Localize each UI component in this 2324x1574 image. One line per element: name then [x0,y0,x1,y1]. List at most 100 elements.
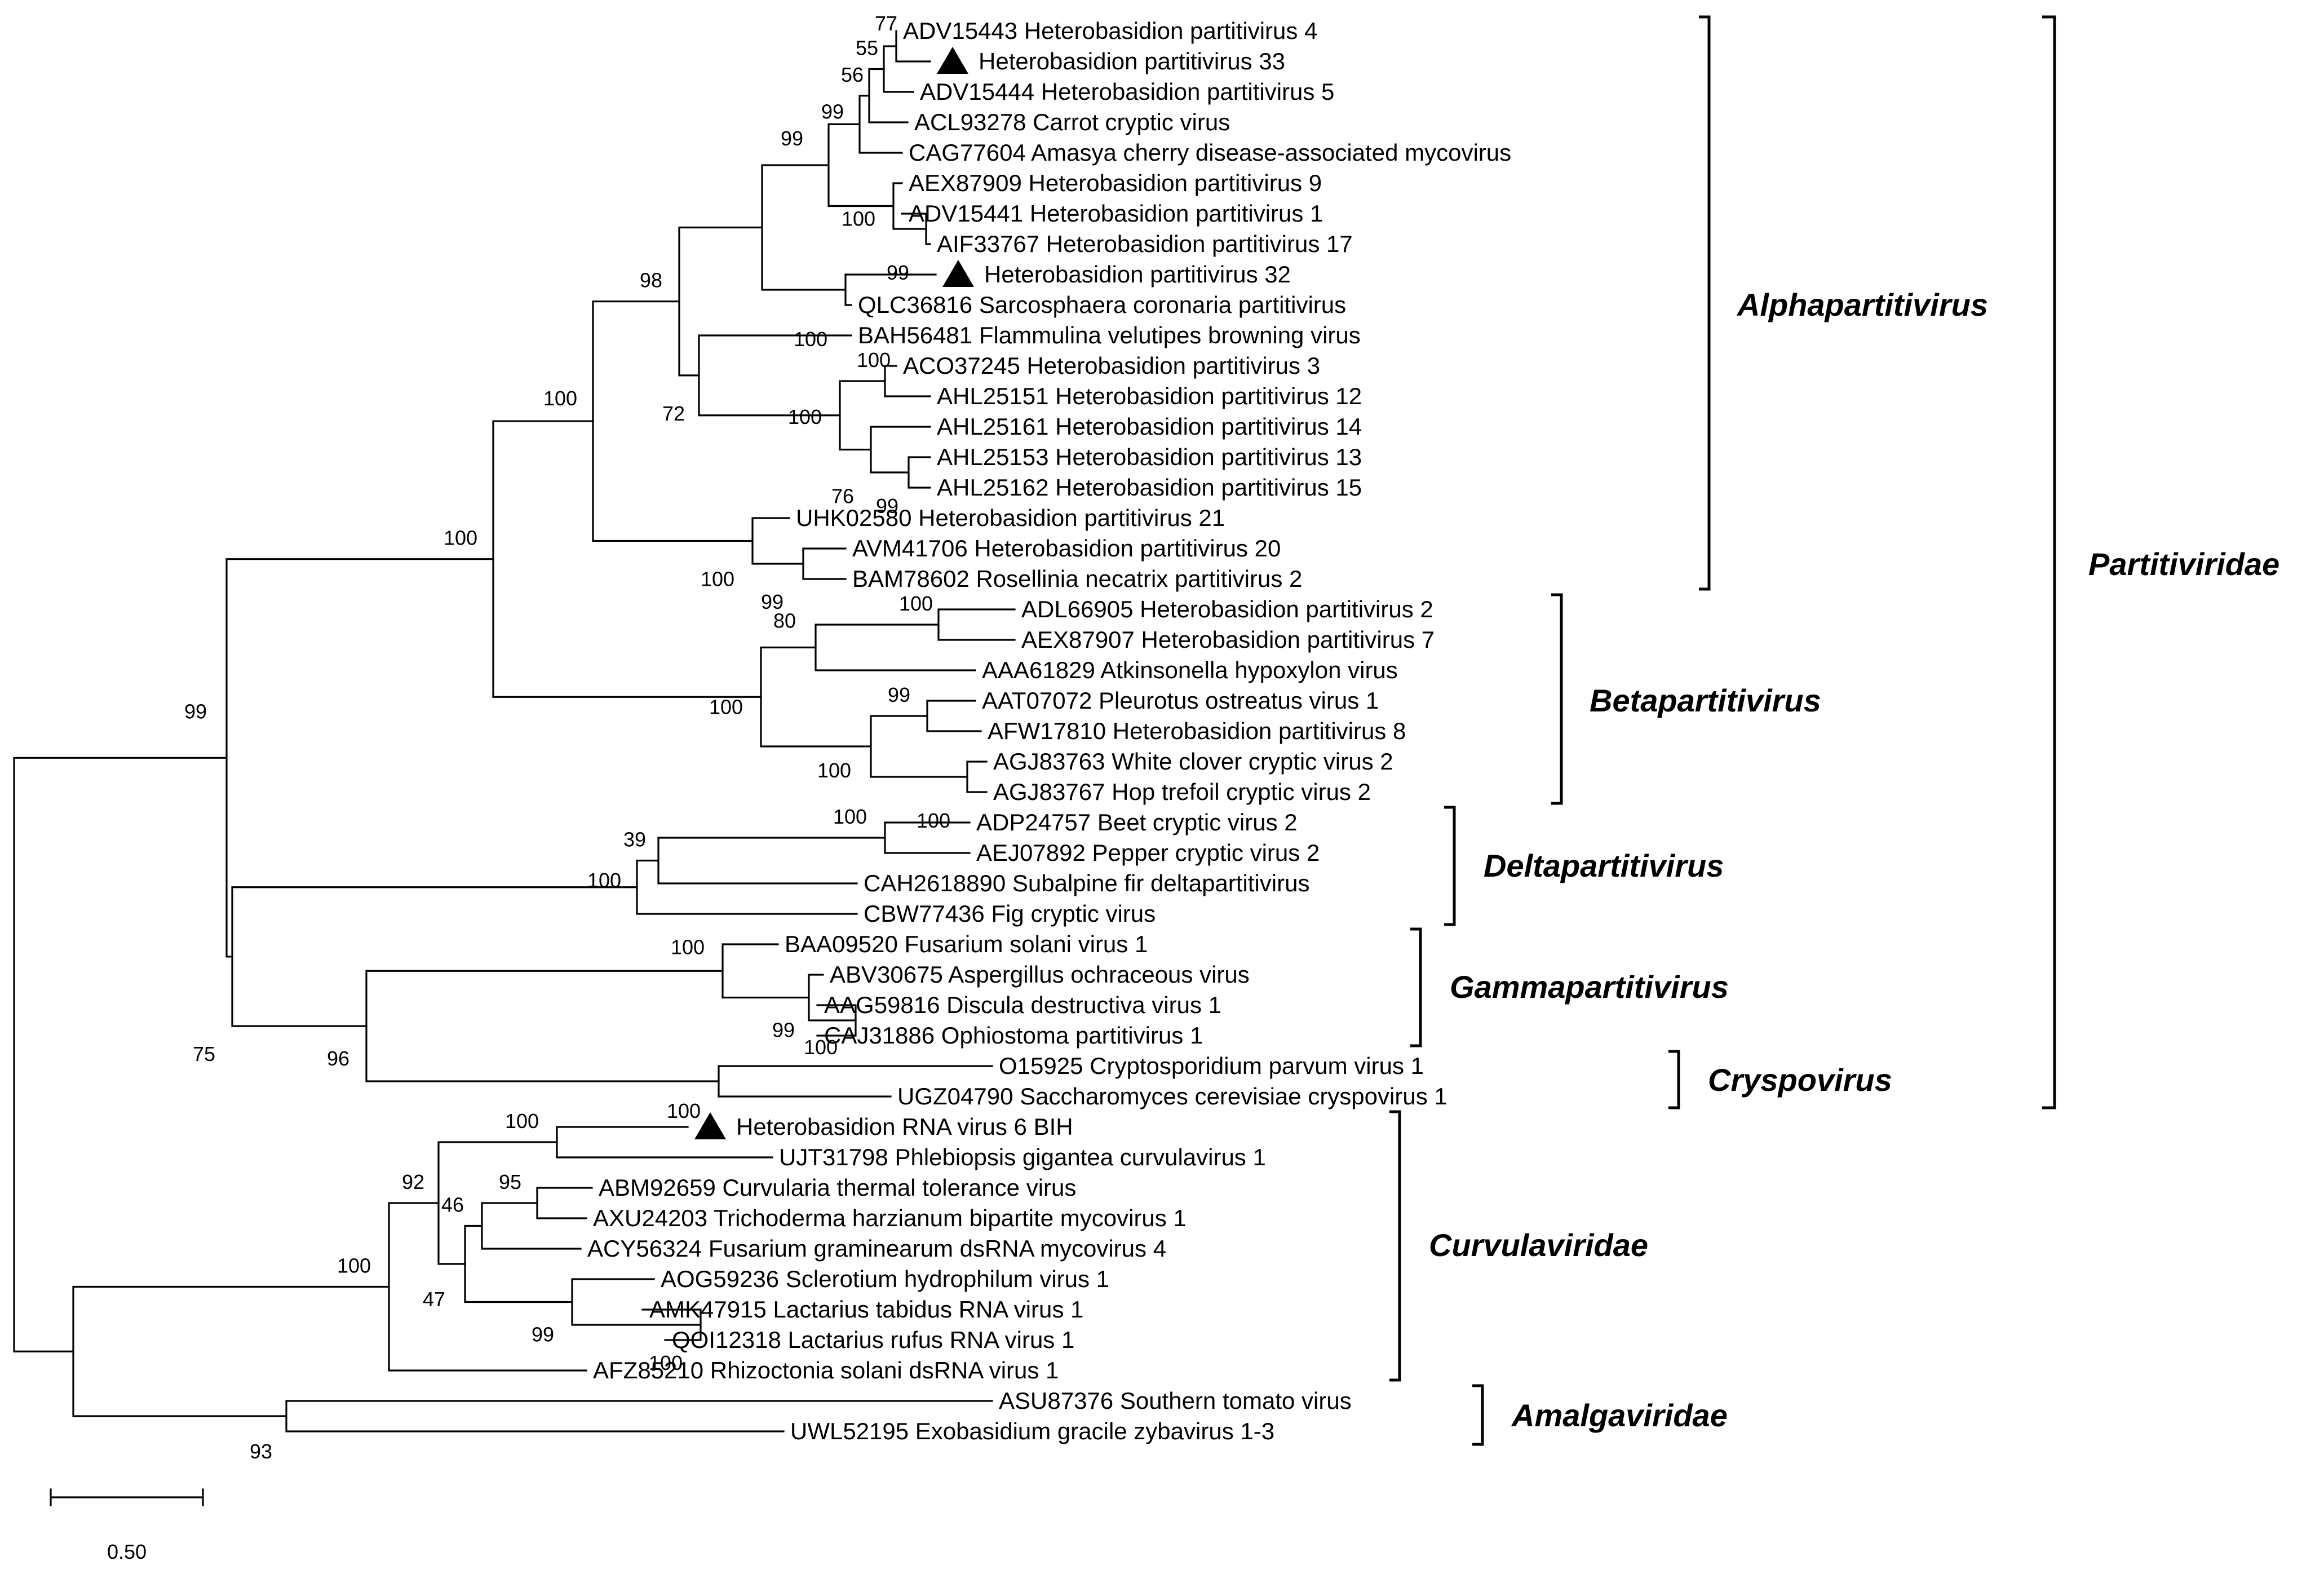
support-value-n_9grp: 100 [842,207,875,231]
support-value-n_curv_core: 92 [402,1170,424,1193]
leaf-label-l12: ACO37245 Heterobasidion partitivirus 3 [903,352,1320,379]
support-value-n_beta: 100 [709,695,743,718]
clade-label-partitiviridae: Partitiviridae [2088,546,2279,582]
support-value-n_curvula: 100 [337,1254,371,1277]
clade-bracket-alphapartitivirus [1699,15,1711,591]
clade-label-cryspovirus: Cryspovirus [1708,1062,1892,1098]
support-value-n_pleu_clov: 100 [817,759,851,782]
leaf-label-l24: AFW17810 Heterobasidion partitivirus 8 [988,718,1406,744]
branch-n_gamma_crysp [365,970,724,1082]
leaf-label-l7: ADV15441 Heterobasidion partitivirus 1 [909,200,1323,227]
clade-bracket-amalgaviridae [1472,1384,1484,1446]
clade-label-curvulaviridae: Curvulaviridae [1429,1227,1648,1263]
support-value-n_delta: 100 [587,869,621,892]
clade-label-gammapartitivirus: Gammapartitivirus [1450,969,1729,1005]
leaf-label-l17: UHK02580 Heterobasidion partitivirus 21 [796,505,1225,531]
branch-n_curv_tri [536,1187,593,1219]
support-value-n_crysp: 100 [667,1099,701,1122]
support-value-n_grpA: 99 [781,127,803,150]
leaf-label-l8: AIF33767 Heterobasidion partitivirus 17 [937,231,1353,257]
triangle-marker-icon [937,47,968,74]
clade-bracket-deltapartitivirus [1444,806,1456,926]
support-value-n_amasya: 99 [821,100,844,123]
leaf-labels: ADV15443 Heterobasidion partitivirus 4He… [587,17,1511,1444]
leaf-label-l22: AAA61829 Atkinsonella hypoxylon virus [982,657,1398,683]
clade-label-betapartitivirus: Betapartitivirus [1590,683,1821,718]
leaf-label-l42: AOG59236 Sclerotium hydrophilum virus 1 [661,1266,1109,1292]
leaf-label-l45: AFZ85210 Rhizoctonia solani dsRNA virus … [593,1357,1059,1383]
branch-n_grpA [827,123,895,207]
leaf-label-l18: AVM41706 Heterobasidion partitivirus 20 [852,535,1281,561]
leaf-label-l5: CAG77604 Amasya cherry disease-associate… [909,139,1511,166]
leaf-label-l30: CBW77436 Fig cryptic virus [864,900,1156,927]
clade-bracket-curvulaviridae [1389,1110,1401,1382]
leaf-label-l3: ADV15444 Heterobasidion partitivirus 5 [920,78,1334,105]
branch-n_clover_hop [966,761,988,793]
support-value-n_alphaA: 98 [640,269,662,292]
leaf-label-l34: CAJ31886 Ophiostoma partitivirus 1 [824,1022,1203,1049]
clade-label-deltapartitivirus: Deltapartitivirus [1484,848,1724,883]
scale-bar-label: 0.50 [107,1540,147,1563]
branch-n_parti [225,558,494,958]
support-value-n_lac: 100 [649,1351,683,1374]
branch-n_pleu_clov [870,715,968,778]
branch-n_curv_amal [72,1285,390,1417]
branch-n_delta [636,859,858,915]
support-value-n_curv3: 46 [441,1193,464,1217]
leaf-label-l41: ACY56324 Fusarium graminearum dsRNA myco… [587,1235,1166,1262]
support-value-n_carrot: 56 [841,63,864,86]
leaf-label-l35: O15925 Cryptosporidium parvum virus 1 [999,1053,1424,1079]
leaf-label-l40: AXU24203 Trichoderma harzianum bipartite… [593,1205,1187,1231]
leaf-label-l37: Heterobasidion RNA virus 6 BIH [736,1113,1073,1140]
support-value-n_17_1: 99 [887,261,909,284]
branch-n_20_19 [802,547,847,580]
leaf-label-l20: ADL66905 Heterobasidion partitivirus 2 [1021,596,1433,622]
support-value-n_curv_tri: 95 [499,1170,521,1193]
branch-n_grpAB [761,164,847,291]
triangle-marker-icon [694,1112,726,1139]
support-value-n_32_qlc: 100 [794,328,827,351]
support-value-n_parti: 99 [184,700,207,723]
leaf-label-l44: QOI12318 Lactarius rufus RNA virus 1 [672,1327,1074,1353]
support-value-n_beet: 100 [833,805,867,828]
support-value-n_pleu: 99 [888,683,910,706]
branch-n_2_7 [937,608,1016,641]
leaf-label-l39: ABM92659 Curvularia thermal tolerance vi… [599,1174,1076,1201]
support-value-n_flamm: 72 [662,402,685,425]
branch-n_subalp [657,837,886,885]
branch-n_atk [814,624,976,671]
leaf-label-l33: AAG59816 Discula destructiva virus 1 [824,992,1221,1018]
support-value-n_gamma: 100 [671,935,705,958]
branch-n_13_15 [908,456,931,489]
support-value-n_13_15: 99 [876,494,898,518]
leaf-label-l21: AEX87907 Heterobasidion partitivirus 7 [1021,626,1435,653]
leaf-label-l36: UGZ04790 Saccharomyces cerevisiae cryspo… [897,1083,1447,1109]
leaf-label-l14: AHL25161 Heterobasidion partitivirus 14 [937,413,1362,440]
branch-n_3_14grp [839,380,886,451]
clade-bracket-cryspovirus [1668,1050,1680,1109]
leaf-label-l47: UWL52195 Exobasidium gracile zybavirus 1… [790,1418,1274,1444]
support-value-n_3_14grp: 100 [788,405,822,428]
leaf-label-l31: BAA09520 Fusarium solani virus 1 [785,931,1148,957]
support-value-n_alphabeta: 100 [444,527,477,550]
triangle-marker-icon [942,260,974,287]
branch-n_curv3 [481,1202,582,1250]
support-value-n_gamma_crysp: 96 [327,1047,349,1070]
clade-bracket-partitiviridae [2042,15,2056,1109]
branch-n_alphaA [678,226,763,377]
branch-n_pleu [926,700,982,732]
leaf-label-l27: ADP24757 Beet cryptic virus 2 [976,809,1298,835]
branch-n_delta_gc [231,886,638,1027]
branch-n_carrot [868,68,909,123]
branch-n_4_33_5 [883,45,914,93]
support-value-n_4_33_5: 55 [856,37,878,60]
leaf-label-l6: AEX87909 Heterobasidion partitivirus 9 [909,170,1322,196]
leaf-label-l10: QLC36816 Sarcosphaera coronaria partitiv… [858,291,1346,318]
leaf-label-l46: ASU87376 Southern tomato virus [999,1387,1352,1414]
branch-n_alphabeta [492,420,762,698]
support-labels: 7755569999100100991009976100729899100100… [184,12,950,1463]
support-value-n_disc_oph: 100 [804,1036,838,1059]
branch-n_amasya [858,95,903,154]
support-value-n_3_12: 100 [857,348,891,372]
